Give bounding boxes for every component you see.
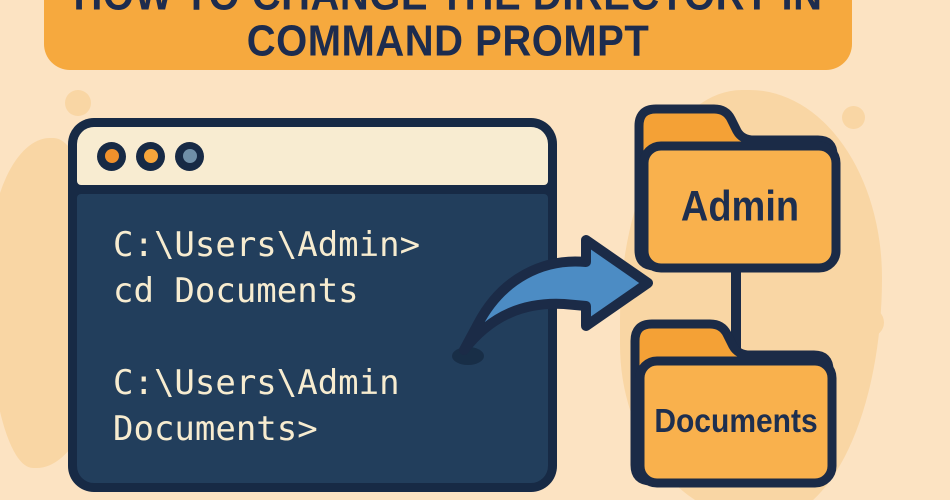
folder-connector-line: [731, 258, 741, 366]
terminal-titlebar: [77, 127, 548, 185]
folder-documents-label: Documents: [654, 402, 818, 440]
terminal-prompt-line: C:\Users\Admin>: [113, 225, 421, 265]
folder-admin: Admin: [632, 100, 844, 274]
background-circle: [65, 90, 91, 116]
title-banner: HOW TO CHANGE THE DIRECTORY IN COMMAND P…: [44, 0, 852, 70]
background-circle: [9, 372, 31, 394]
arrow-svg: [452, 235, 653, 365]
folder-admin-label: Admin: [680, 182, 800, 230]
terminal-command-line: cd Documents: [113, 271, 359, 311]
window-dot-orange-icon: [104, 149, 119, 163]
window-dot-icon: [136, 141, 165, 171]
background-circle: [855, 308, 884, 337]
folder-front-shape: [639, 141, 841, 273]
terminal-prompt-line: C:\Users\Admin: [113, 363, 400, 403]
window-dot-icon: [97, 141, 126, 171]
terminal-prompt-line: Documents>: [113, 409, 318, 449]
curved-arrow-icon: [440, 220, 670, 380]
folder-icon: [630, 319, 837, 488]
folder-front-shape: [635, 356, 837, 488]
arrow-shape: [459, 235, 653, 355]
title-line-1: HOW TO CHANGE THE DIRECTORY IN: [73, 0, 822, 20]
window-dot-amber-icon: [143, 149, 158, 163]
background-circle: [842, 106, 865, 129]
folder-icon: [634, 104, 841, 273]
folder-documents: Documents: [628, 315, 840, 489]
title-line-2: COMMAND PROMPT: [246, 16, 650, 66]
window-dot-icon: [175, 141, 204, 171]
window-dot-blue-icon: [182, 149, 197, 163]
